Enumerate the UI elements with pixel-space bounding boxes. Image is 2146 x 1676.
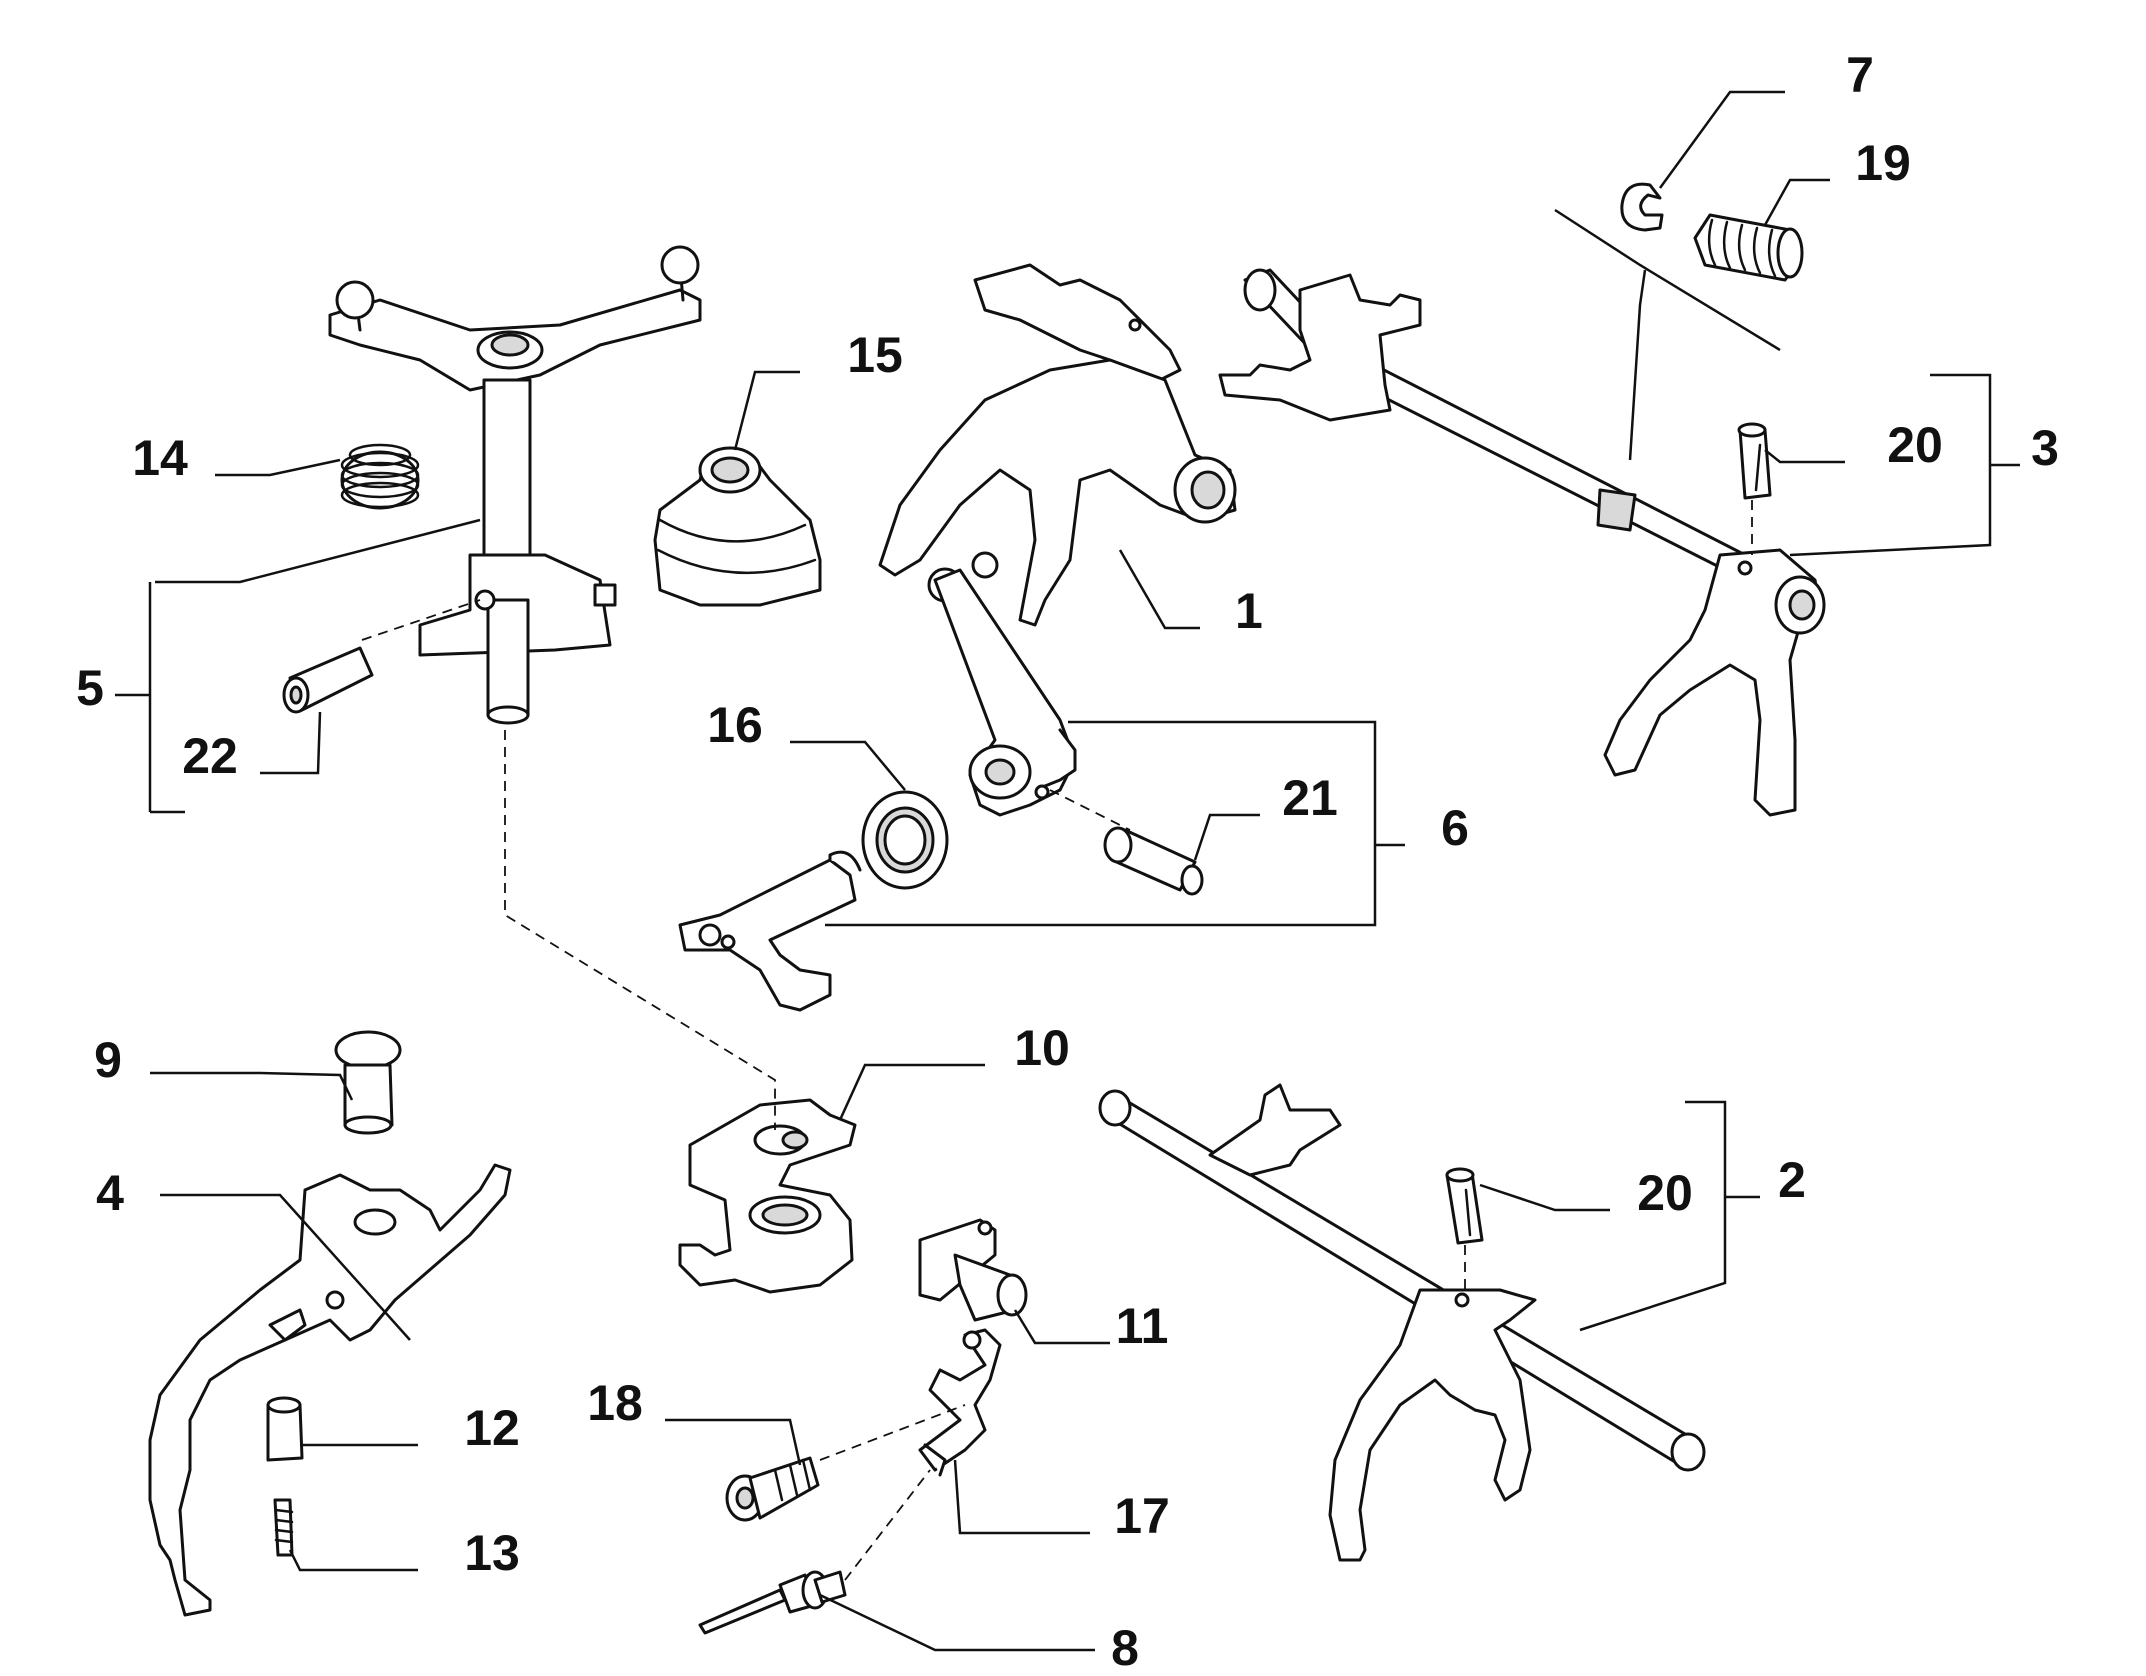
callout-9: 9 bbox=[94, 1032, 122, 1088]
leader-lines bbox=[115, 90, 2020, 1652]
part-19-spring bbox=[1693, 213, 1804, 282]
callout-8: 8 bbox=[1111, 1620, 1139, 1676]
callout-10: 10 bbox=[1014, 1020, 1070, 1076]
callout-20-upper: 20 bbox=[1887, 417, 1943, 473]
part-15-boot bbox=[653, 446, 822, 607]
callout-14: 14 bbox=[132, 430, 188, 486]
part-20-roll-pin-upper bbox=[1737, 422, 1772, 500]
callout-17: 17 bbox=[1114, 1488, 1170, 1544]
callout-11: 11 bbox=[1116, 1298, 1169, 1354]
part-3-shift-rod-fork bbox=[1218, 268, 1826, 817]
assembly-dashed-lines bbox=[361, 500, 1753, 1581]
part-7-clip bbox=[1620, 182, 1664, 232]
callout-4: 4 bbox=[96, 1165, 124, 1221]
part-5-selector-shaft bbox=[328, 245, 702, 725]
part-18-bolt bbox=[725, 1456, 820, 1522]
part-2-shift-rod-fork bbox=[1098, 1083, 1706, 1562]
callout-6: 6 bbox=[1441, 800, 1469, 856]
callout-15: 15 bbox=[847, 327, 903, 383]
part-4-fork bbox=[148, 1163, 512, 1617]
part-14-spring bbox=[340, 443, 420, 510]
part-16-seal-ring bbox=[861, 790, 949, 890]
callout-22: 22 bbox=[182, 728, 238, 784]
callout-labels: 1 2 3 4 5 6 7 8 9 10 11 12 13 14 15 16 1… bbox=[76, 47, 2059, 1676]
callout-19: 19 bbox=[1855, 135, 1911, 191]
callout-7: 7 bbox=[1846, 47, 1874, 103]
callout-1: 1 bbox=[1235, 583, 1263, 639]
callout-12: 12 bbox=[464, 1400, 520, 1456]
part-13-spring bbox=[273, 1498, 294, 1557]
callout-21: 21 bbox=[1282, 770, 1338, 826]
part-1-shift-fork bbox=[878, 263, 1237, 627]
callout-16: 16 bbox=[707, 697, 763, 753]
part-20-roll-pin-lower bbox=[1445, 1167, 1484, 1245]
callout-3: 3 bbox=[2031, 420, 2059, 476]
part-8-rivet bbox=[698, 1570, 847, 1635]
part-22-pin bbox=[282, 646, 374, 714]
part-9-pad bbox=[334, 1030, 402, 1135]
callout-5: 5 bbox=[76, 660, 104, 716]
callout-13: 13 bbox=[464, 1525, 520, 1581]
callout-2: 2 bbox=[1778, 1152, 1806, 1208]
callout-20-lower: 20 bbox=[1637, 1165, 1693, 1221]
part-11-stud bbox=[918, 1218, 1028, 1322]
part-6-lever-assembly bbox=[678, 551, 1204, 1012]
part-17-bracket bbox=[918, 1328, 1002, 1477]
part-10-guide-block bbox=[678, 1098, 857, 1294]
callout-18: 18 bbox=[587, 1375, 643, 1431]
part-12-sleeve bbox=[266, 1396, 304, 1462]
